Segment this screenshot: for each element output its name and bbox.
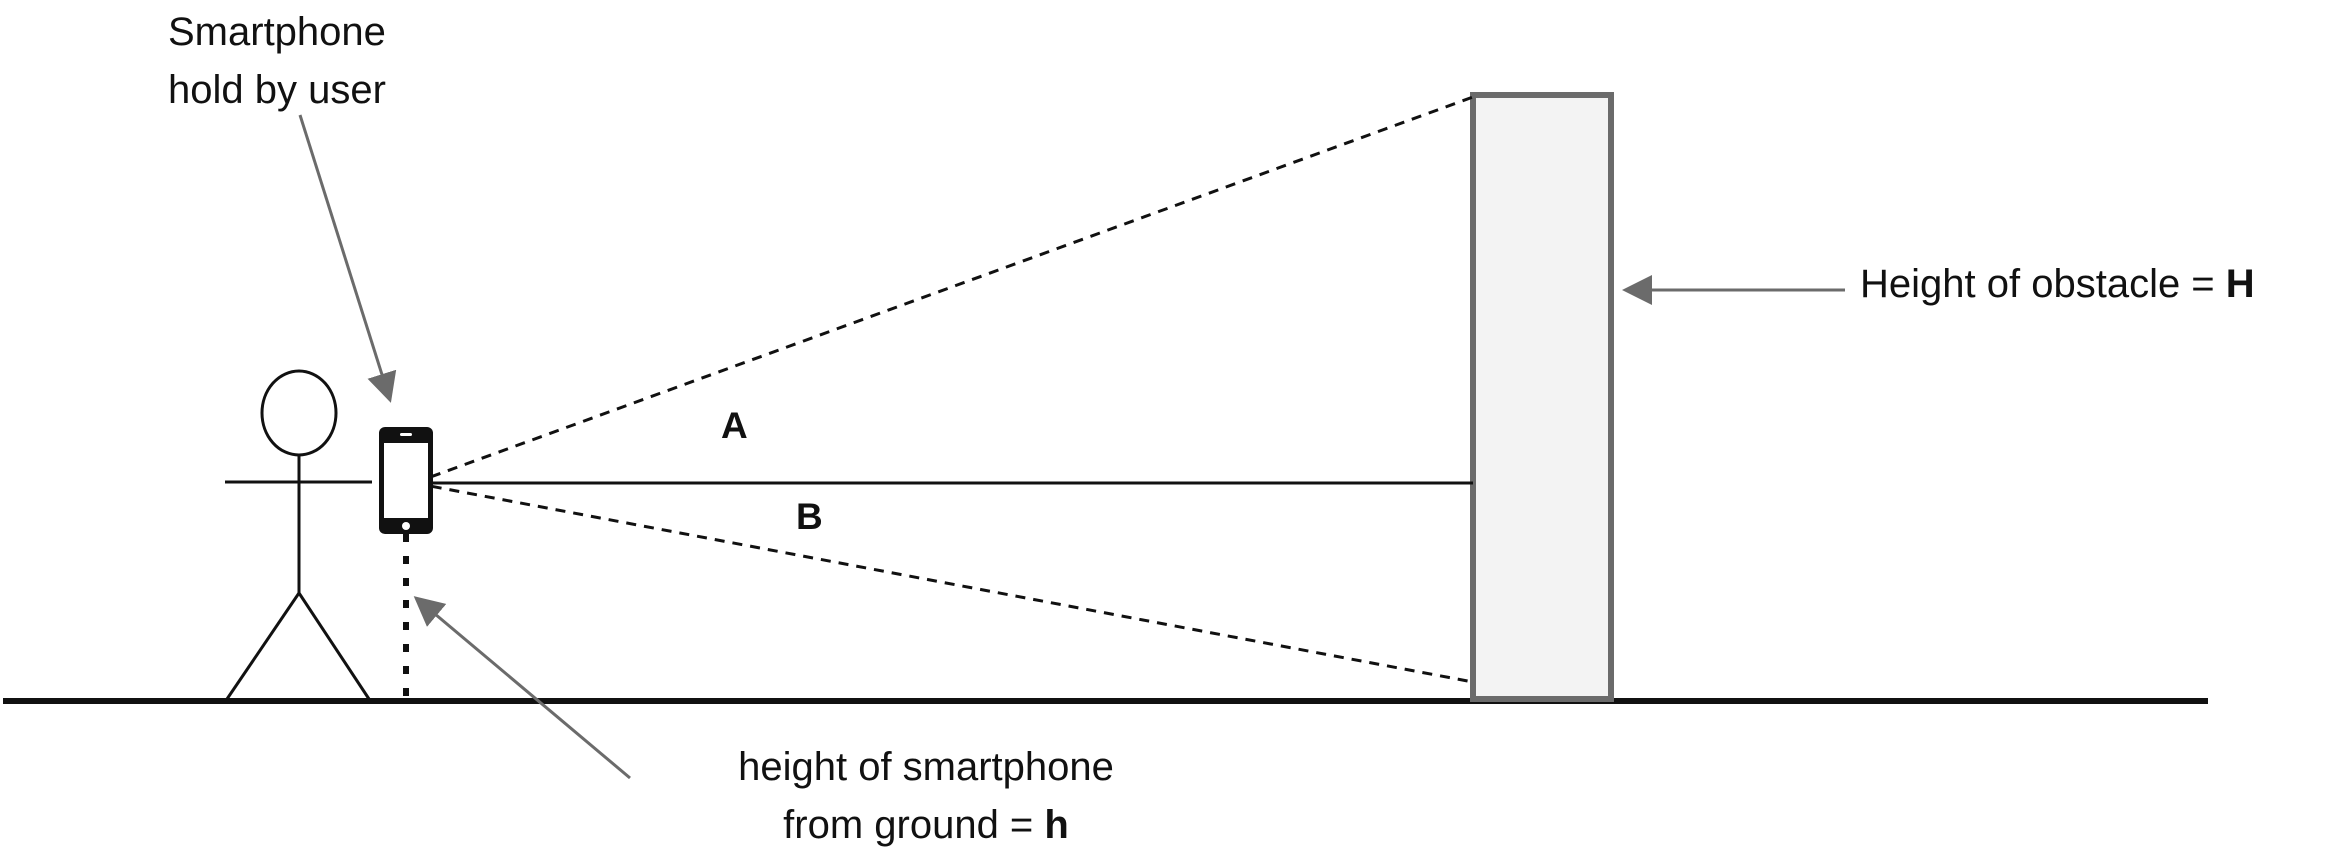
obstacle-height-prefix: Height of obstacle =: [1860, 262, 2226, 306]
phone-height-label-line2: from ground = h: [783, 803, 1069, 847]
arrow-to-smartphone: [298, 114, 397, 403]
phone-height-label-line1: height of smartphone: [738, 745, 1114, 789]
person-figure: [225, 369, 372, 700]
sight-line-top: [413, 95, 1474, 485]
person-right-leg: [297, 592, 371, 700]
angle-a-label: A: [721, 405, 748, 446]
smartphone-label-line1: Smartphone: [168, 10, 386, 54]
arrow-to-phone-height: [413, 596, 631, 780]
obstacle: [1470, 92, 1614, 702]
sight-line-bottom: [413, 481, 1474, 684]
person-head: [260, 369, 338, 457]
phone-height-symbol: h: [1044, 803, 1068, 847]
smartphone-label-line2: hold by user: [168, 68, 386, 112]
smartphone-icon: [379, 427, 433, 534]
phone-height-prefix: from ground =: [783, 803, 1044, 847]
obstacle-height-label: Height of obstacle = H: [1860, 262, 2255, 306]
person-left-leg: [225, 592, 301, 700]
obstacle-height-symbol: H: [2226, 262, 2255, 306]
angle-b-label: B: [796, 496, 823, 537]
